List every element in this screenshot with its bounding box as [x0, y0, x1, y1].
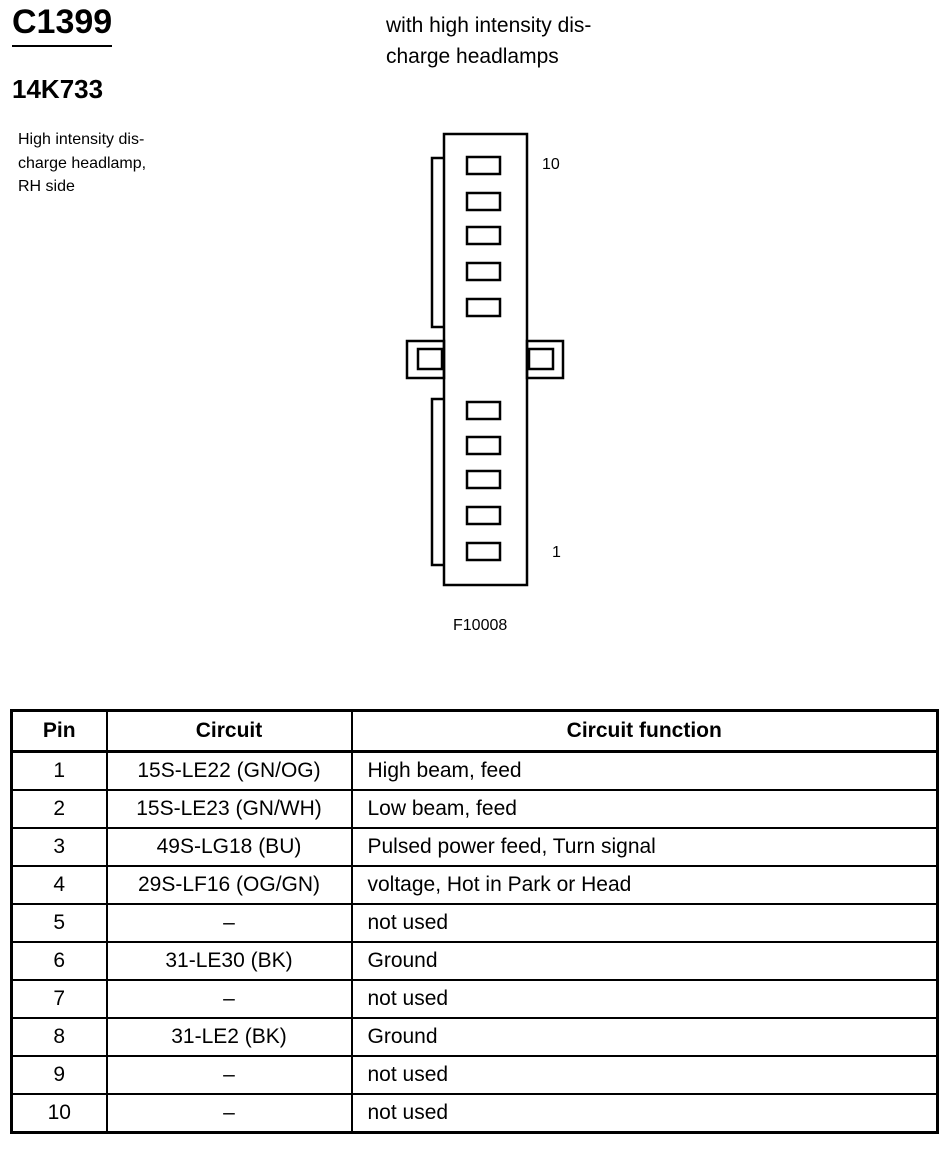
part-number: 14K733 [12, 74, 104, 104]
variant-note: with high intensity dis- charge headlamp… [386, 10, 666, 72]
connector-face-diagram [405, 132, 565, 587]
connector-rib-upper [430, 156, 444, 329]
pin-number-label-top: 10 [542, 156, 560, 173]
connector-latch-right-inner [527, 347, 555, 371]
pin-cavity [465, 225, 502, 246]
circuit-cell: 15S-LE22 (GN/OG) [105, 750, 353, 791]
pin-cavity [465, 435, 502, 456]
function-cell: voltage, Hot in Park or Head [350, 865, 939, 905]
circuit-cell: – [105, 903, 353, 943]
pin-cell: 5 [10, 903, 108, 943]
function-cell: High beam, feed [350, 750, 939, 791]
circuit-cell: 31-LE2 (BK) [105, 1017, 353, 1057]
circuit-cell: 31-LE30 (BK) [105, 941, 353, 981]
connector-description: High intensity dis- charge headlamp, RH … [18, 128, 208, 199]
pin-cell: 10 [10, 1093, 108, 1134]
connector-latch-left [405, 339, 446, 380]
function-cell: Ground [350, 1017, 939, 1057]
description-line: High intensity dis- [18, 131, 145, 148]
connector-body [442, 132, 529, 587]
pin-cavity [465, 191, 502, 212]
circuit-cell: – [105, 979, 353, 1019]
pin-cavity [465, 469, 502, 490]
table-row: 10–not used [10, 1093, 939, 1134]
pin-cavity [465, 297, 502, 318]
circuit-cell: – [105, 1055, 353, 1095]
circuit-cell: – [105, 1093, 353, 1134]
pin-cavity [465, 505, 502, 526]
pin-cell: 3 [10, 827, 108, 867]
function-cell: not used [350, 979, 939, 1019]
variant-line: with high intensity dis- [386, 14, 592, 37]
pin-cell: 8 [10, 1017, 108, 1057]
function-cell: Low beam, feed [350, 789, 939, 829]
table-row: 5–not used [10, 903, 939, 943]
pin-number-label-bottom: 1 [552, 544, 561, 561]
figure-code: F10008 [453, 617, 508, 634]
pin-cell: 9 [10, 1055, 108, 1095]
pin-cell: 6 [10, 941, 108, 981]
pin-cell: 2 [10, 789, 108, 829]
function-cell: not used [350, 903, 939, 943]
circuit-cell: 15S-LE23 (GN/WH) [105, 789, 353, 829]
table-header-row: Pin Circuit Circuit function [10, 709, 939, 753]
header-pin: Pin [10, 709, 108, 753]
circuit-cell: 29S-LF16 (OG/GN) [105, 865, 353, 905]
connector-latch-left-inner [416, 347, 444, 371]
header-circuit-function: Circuit function [350, 709, 939, 753]
pin-cell: 1 [10, 750, 108, 791]
function-cell: Pulsed power feed, Turn signal [350, 827, 939, 867]
table-row: 9–not used [10, 1055, 939, 1095]
function-cell: not used [350, 1055, 939, 1095]
function-cell: Ground [350, 941, 939, 981]
description-line: charge headlamp, [18, 154, 147, 172]
table-row: 7–not used [10, 979, 939, 1019]
pin-cell: 7 [10, 979, 108, 1019]
pin-cavity [465, 155, 502, 176]
connector-id-title: C1399 [12, 2, 113, 47]
connector-rib-lower [430, 397, 444, 567]
pin-cavity [465, 261, 502, 282]
description-line: RH side [18, 178, 75, 195]
header-circuit: Circuit [105, 709, 353, 753]
variant-line: charge headlamps [386, 45, 559, 68]
pin-cell: 4 [10, 865, 108, 905]
pin-cavity [465, 400, 502, 421]
circuit-cell: 49S-LG18 (BU) [105, 827, 353, 867]
function-cell: not used [350, 1093, 939, 1134]
pin-cavity [465, 541, 502, 562]
connector-latch-right [525, 339, 565, 380]
